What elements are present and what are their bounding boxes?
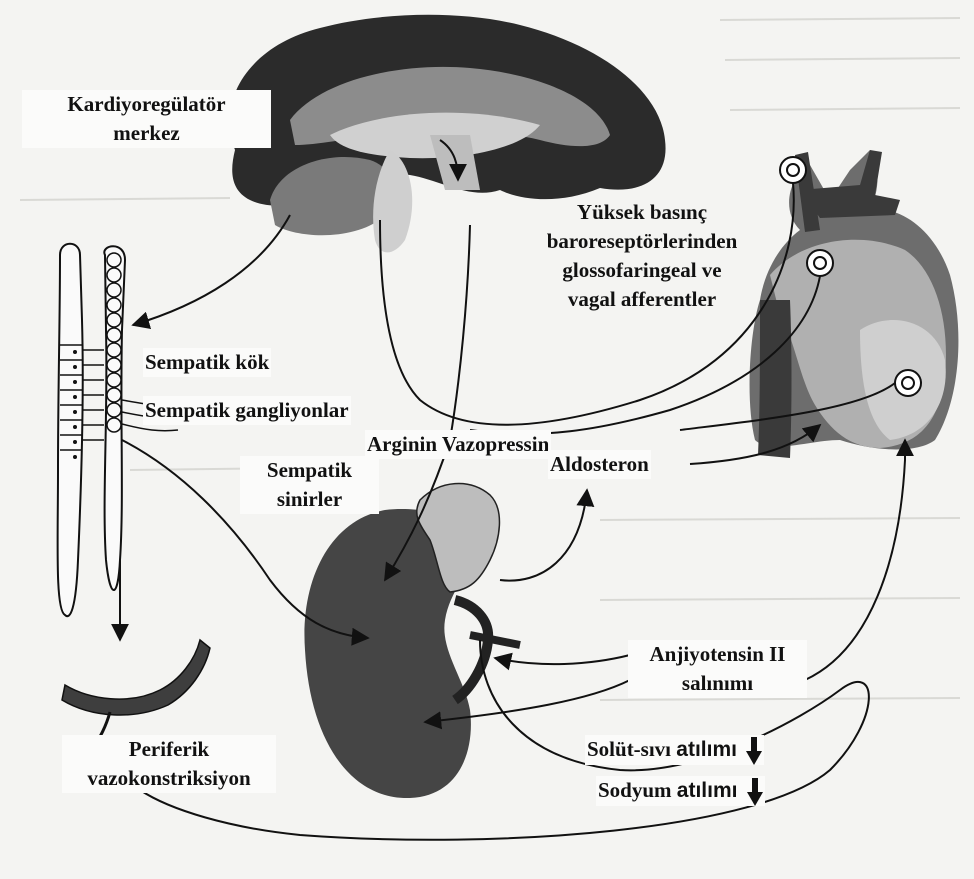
aldosterone-label: Aldosteron — [548, 450, 651, 479]
spinal-cord-illustration — [58, 244, 185, 616]
arrow-angiotensin-to-heart — [805, 440, 905, 680]
sympathetic-nerves-line-1: Sempatik — [242, 456, 377, 485]
cardioregulatory-center-line-1: Kardiyoregülatör — [24, 90, 269, 119]
arrow-brain-to-spine — [133, 215, 290, 325]
sympathetic-nerves-line-2: sinirler — [242, 485, 377, 514]
baroreceptor-line-4: vagal afferentler — [522, 285, 762, 314]
angiotensin-release-label: Anjiyotensin II salınımı — [628, 640, 807, 698]
baroreceptor-line-3: glossofaringeal ve — [522, 256, 762, 285]
arginine-vasopressin-label: Arginin Vazopressin — [365, 430, 551, 459]
arrow-kidney-to-aldosterone — [500, 490, 587, 581]
sympathetic-nerves-label: Sempatik sinirler — [240, 456, 379, 514]
heart-illustration — [750, 150, 959, 458]
down-arrow-icon — [746, 737, 762, 765]
baroreceptor-afferents-label: Yüksek basınç baroreseptörlerinden gloss… — [520, 198, 764, 314]
peripheral-line-1: Periferik — [64, 735, 274, 764]
sodium-excretion-suffix: atılımı — [677, 779, 738, 802]
sympathetic-ganglia-label: Sempatik gangliyonlar — [143, 396, 351, 425]
cardioregulatory-center-line-2: merkez — [24, 119, 269, 148]
arrow-angiotensin-to-kidney — [495, 655, 630, 664]
solute-excretion-suffix: atılımı — [676, 738, 737, 761]
solute-fluid-excretion-label: Solüt-sıvı atılımı — [585, 735, 764, 765]
angiotensin-line-1: Anjiyotensin II — [630, 640, 805, 669]
baroreceptor-line-2: baroreseptörlerinden — [522, 227, 762, 256]
sympathetic-trunk-label: Sempatik kök — [143, 348, 271, 377]
sodium-excretion-label: Sodyum atılımı — [596, 776, 765, 806]
blood-vessel-illustration — [62, 640, 210, 750]
peripheral-vasoconstriction-label: Periferik vazokonstriksiyon — [62, 735, 276, 793]
peripheral-line-2: vazokonstriksiyon — [64, 764, 274, 793]
down-arrow-icon — [747, 778, 763, 806]
angiotensin-line-2: salınımı — [630, 669, 805, 698]
sodium-excretion-word: Sodyum — [598, 778, 672, 802]
baroreceptor-line-1: Yüksek basınç — [522, 198, 762, 227]
cardioregulatory-center-label: Kardiyoregülatör merkez — [22, 90, 271, 148]
solute-excretion-word: Solüt-sıvı — [587, 737, 671, 761]
